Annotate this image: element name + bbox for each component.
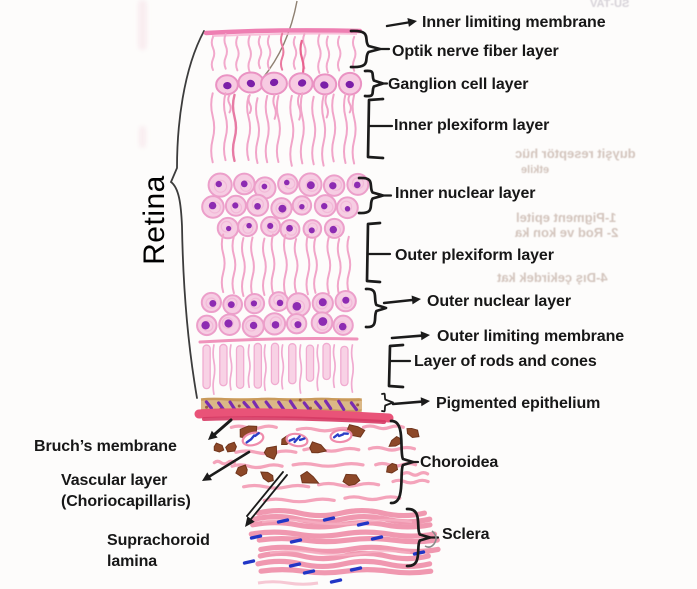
label-outer-plexiform-layer: Outer plexiform layer: [395, 247, 554, 264]
label-suprachoroid-lamina: Suprachoroid lamina: [107, 530, 210, 572]
nerve-fiber-layer-drawing: [210, 32, 357, 96]
label-suprachoroid-line1: Suprachoroid: [107, 532, 210, 549]
label-bruchs-membrane: Bruch’s membrane: [34, 438, 177, 455]
brackets-and-braces: [349, 29, 440, 568]
label-layer-of-rods-and-cones: Layer of rods and cones: [414, 353, 597, 370]
label-inner-limiting-membrane: Inner limiting membrane: [422, 14, 606, 31]
label-vascular-layer-line1: Vascular layer: [61, 472, 168, 489]
inner-limiting-membrane-drawing: [203, 28, 363, 37]
paper-smudge: [139, 126, 146, 148]
arrows: [202, 18, 430, 527]
bruchs-membrane-red-band: [194, 408, 394, 424]
inner-plexiform-layer-drawing: [210, 92, 357, 167]
label-sclera: Sclera: [442, 526, 490, 543]
sclera-drawing: [242, 508, 441, 586]
label-ganglion-cell-layer: Ganglion cell layer: [388, 76, 529, 93]
label-outer-nuclear-layer: Outer nuclear layer: [427, 293, 571, 310]
inner-nuclear-layer-drawing: [201, 172, 370, 240]
rods-and-cones-drawing: [202, 342, 355, 396]
pencil-sketch-lines: [169, 0, 298, 399]
outer-plexiform-layer-drawing: [220, 233, 352, 297]
label-retina: Retina: [138, 175, 171, 265]
outer-limiting-membrane-drawing: [198, 337, 359, 344]
label-vascular-layer: Vascular layer (Choriocapillaris): [61, 470, 191, 512]
choroidea-drawing: [212, 424, 430, 504]
ganglion-cell-layer-drawing: [215, 71, 363, 121]
outer-nuclear-layer-drawing: [196, 289, 357, 338]
label-choroidea: Choroidea: [420, 454, 499, 471]
label-inner-plexiform-layer: Inner plexiform layer: [394, 117, 550, 134]
label-inner-nuclear-layer: Inner nuclear layer: [395, 185, 536, 202]
label-optic-nerve-fiber-layer: Optik nerve fiber layer: [392, 43, 559, 60]
paper-smudge: [138, 0, 147, 50]
label-outer-limiting-membrane: Outer limiting membrane: [437, 328, 625, 345]
label-vascular-layer-line2: (Choriocapillaris): [61, 493, 191, 510]
label-pigmented-epithelium: Pigmented epithelium: [436, 395, 601, 412]
label-suprachoroid-line2: lamina: [107, 553, 158, 570]
